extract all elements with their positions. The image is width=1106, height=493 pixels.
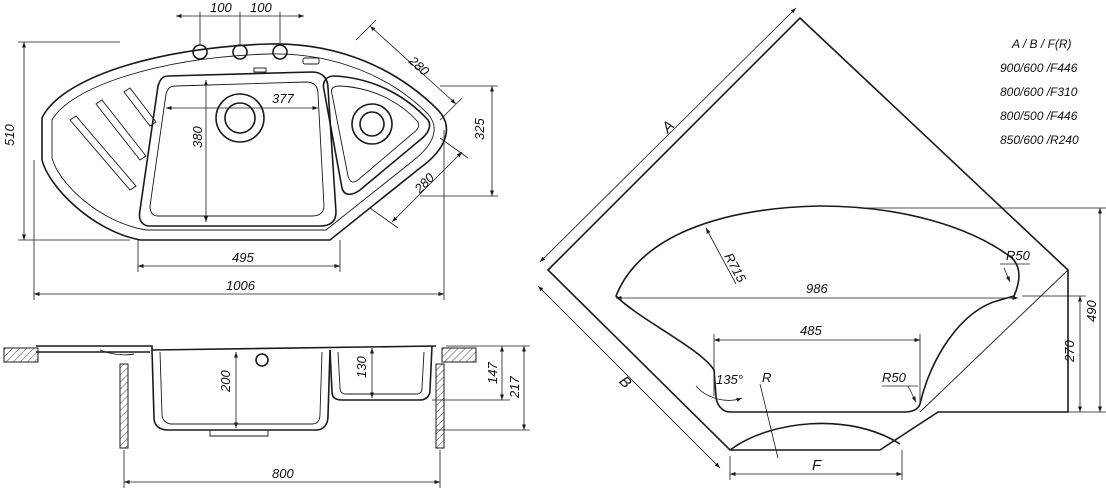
dim-bowl-height: 200 [218,370,233,393]
dim-tap-2: 100 [250,0,272,15]
tap-hole-3 [272,44,288,60]
drainboard-grooves [69,87,157,191]
dim-radius-r50-top: R50 [1006,248,1031,263]
front-arc [729,422,901,451]
main-drain-inner [224,102,256,134]
legend-row: 900/600 /F446 [1000,61,1078,75]
dim-bowl-diag: 280 [405,52,432,79]
dim-rim-height-2: 217 [507,376,522,399]
small-drain-outer [351,103,393,145]
cabinet-view: A B F R715 R50 986 485 135° R [537,7,1106,480]
overflow-hole [255,353,269,367]
legend-row: 800/500 /F446 [1000,109,1078,123]
dim-height-490: 490 [1084,300,1099,322]
small-drain-inner [359,111,385,137]
cabinet-wall-left [119,363,129,449]
dim-total-depth: 510 [2,124,17,146]
dim-radius-r50-bottom: R50 [882,370,907,385]
dim-rim-height-1: 147 [485,362,500,384]
tap-hole-2 [232,44,248,60]
dim-cutout-width: 986 [806,281,828,296]
countertop-right [441,347,477,363]
main-bowl [138,71,337,227]
cabinet-corner-line [919,269,1069,413]
dim-radius-r: R [762,370,771,385]
dim-angle: 135° [716,372,743,387]
dim-bowl-width: 377 [272,91,294,106]
dim-radius-large: R715 [721,250,749,285]
cutout-shape [615,205,1020,413]
label-f: F [812,457,822,474]
section-view: 200 130 147 217 800 [3,345,530,488]
section-small-bowl [329,345,433,401]
dim-total-width: 1006 [226,278,256,293]
size-legend: A / B / F(R) 900/600 /F446 800/600 /F310… [1000,37,1079,147]
label-a: A [658,117,678,137]
main-bowl-inner [149,81,325,217]
main-drain-outer [215,93,265,143]
dim-height-270: 270 [1062,340,1077,363]
dim-inner-width: 485 [800,323,822,338]
dim-tap-1: 100 [210,0,232,15]
small-bowl-inner [331,85,420,183]
countertop-left [3,347,39,363]
dim-cabinet-width: 800 [272,466,294,481]
dim-side-depth: 325 [472,118,487,140]
overflow-slot [302,57,320,65]
dim-bowl-depth: 380 [190,126,205,148]
legend-header: A / B / F(R) [1011,37,1072,51]
tap-hole-1 [192,44,208,60]
top-view: 100 100 510 380 377 280 325 280 495 [2,0,498,300]
dim-bottom-width: 495 [232,250,254,265]
dim-small-height: 130 [354,356,369,378]
label-b: B [616,373,635,392]
dim-side-diag: 280 [411,170,438,197]
section-main-bowl [151,349,331,431]
cabinet-wall-right [435,363,445,449]
legend-row: 800/600 /F310 [1000,85,1078,99]
logo-plate [253,67,267,73]
legend-row: 850/600 /R240 [1000,133,1079,147]
